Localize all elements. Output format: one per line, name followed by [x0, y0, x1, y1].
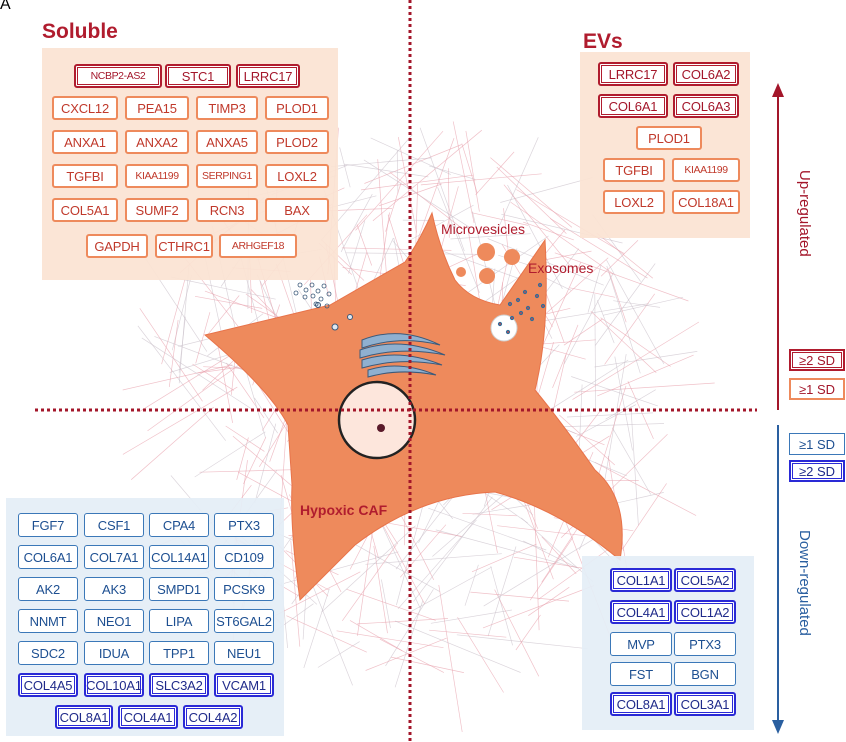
gene-chip-col3a1: COL3A1	[674, 692, 736, 716]
gene-chip-col4a1: COL4A1	[610, 600, 672, 624]
nucleus	[337, 380, 417, 460]
legend-up-1sd: ≥1 SD	[789, 378, 845, 400]
gene-chip-col18a1: COL18A1	[672, 190, 740, 214]
down-regulated-label: Down-regulated	[796, 530, 813, 636]
gene-chip-ptx3: PTX3	[674, 632, 736, 656]
gene-chip-neo1: NEO1	[84, 609, 144, 633]
gene-chip-bax: BAX	[265, 198, 329, 222]
gene-chip-loxl2: LOXL2	[265, 164, 329, 188]
gene-chip-ak2: AK2	[18, 577, 78, 601]
down-arrow-head	[772, 720, 784, 734]
soluble-title: Soluble	[42, 20, 118, 43]
gene-chip-col4a1: COL4A1	[118, 705, 178, 729]
gene-chip-ptx3: PTX3	[214, 513, 274, 537]
golgi-apparatus	[359, 333, 446, 378]
gene-chip-col6a3: COL6A3	[673, 94, 739, 118]
gene-chip-col14a1: COL14A1	[149, 545, 209, 569]
microvesicles	[456, 243, 520, 284]
gene-chip-anxa2: ANXA2	[125, 130, 189, 154]
gene-chip-ncbp2-as2: NCBP2-AS2	[74, 64, 162, 88]
gene-chip-col8a1: COL8A1	[610, 692, 672, 716]
gene-chip-sumf2: SUMF2	[125, 198, 189, 222]
gene-chip-cpa4: CPA4	[149, 513, 209, 537]
gene-chip-rcn3: RCN3	[196, 198, 258, 222]
gene-chip-csf1: CSF1	[84, 513, 144, 537]
gene-chip-tpp1: TPP1	[149, 641, 209, 665]
gene-chip-col10a1: COL10A1	[84, 673, 144, 697]
gene-chip-kiaa1199: KIAA1199	[125, 164, 189, 188]
gene-chip-col5a1: COL5A1	[52, 198, 118, 222]
gene-chip-timp3: TIMP3	[196, 96, 258, 120]
gene-chip-arhgef18: ARHGEF18	[219, 234, 297, 258]
gene-chip-smpd1: SMPD1	[149, 577, 209, 601]
evs-title: EVs	[583, 30, 623, 53]
gene-chip-nnmt: NNMT	[18, 609, 78, 633]
gene-chip-col6a2: COL6A2	[673, 62, 739, 86]
gene-chip-plod1: PLOD1	[636, 126, 702, 150]
gene-chip-sdc2: SDC2	[18, 641, 78, 665]
gene-chip-lrrc17: LRRC17	[236, 64, 300, 88]
gene-chip-anxa5: ANXA5	[196, 130, 258, 154]
gene-chip-col4a2: COL4A2	[183, 705, 243, 729]
gene-chip-idua: IDUA	[84, 641, 144, 665]
gene-chip-plod1: PLOD1	[265, 96, 329, 120]
up-arrow-head	[772, 83, 784, 97]
gene-chip-kiaa1199: KIAA1199	[672, 158, 740, 182]
gene-chip-ak3: AK3	[84, 577, 144, 601]
nucleolus	[377, 424, 385, 432]
gene-chip-lipa: LIPA	[149, 609, 209, 633]
gene-chip-fgf7: FGF7	[18, 513, 78, 537]
legend-down-2sd: ≥2 SD	[789, 460, 845, 482]
gene-chip-cthrc1: CTHRC1	[155, 234, 213, 258]
gene-chip-mvp: MVP	[610, 632, 672, 656]
gene-chip-loxl2: LOXL2	[603, 190, 665, 214]
gene-chip-col7a1: COL7A1	[84, 545, 144, 569]
cell-label: Hypoxic CAF	[300, 502, 388, 518]
gene-chip-col1a1: COL1A1	[610, 568, 672, 592]
gene-chip-col6a1: COL6A1	[598, 94, 668, 118]
gene-chip-st6gal2: ST6GAL2	[214, 609, 274, 633]
gene-chip-neu1: NEU1	[214, 641, 274, 665]
gene-chip-cxcl12: CXCL12	[52, 96, 118, 120]
soluble-proteins	[293, 282, 332, 309]
gene-chip-lrrc17: LRRC17	[598, 62, 668, 86]
microvesicles-label: Microvesicles	[441, 221, 526, 237]
gene-chip-tgfbi: TGFBI	[52, 164, 118, 188]
exosomes-label: Exosomes	[528, 260, 594, 276]
legend-up-2sd: ≥2 SD	[789, 349, 845, 371]
gene-chip-col5a2: COL5A2	[674, 568, 736, 592]
gene-chip-fst: FST	[610, 662, 672, 686]
gene-chip-vcam1: VCAM1	[214, 673, 274, 697]
exosomes	[490, 282, 546, 342]
gene-chip-gapdh: GAPDH	[86, 234, 148, 258]
gene-chip-pcsk9: PCSK9	[214, 577, 274, 601]
gene-chip-anxa1: ANXA1	[52, 130, 118, 154]
gene-chip-serping1: SERPING1	[196, 164, 258, 188]
gene-chip-stc1: STC1	[165, 64, 231, 88]
gene-chip-col1a2: COL1A2	[674, 600, 736, 624]
gene-chip-pea15: PEA15	[125, 96, 189, 120]
gene-chip-slc3a2: SLC3A2	[149, 673, 209, 697]
gene-chip-col6a1: COL6A1	[18, 545, 78, 569]
gene-chip-bgn: BGN	[674, 662, 736, 686]
up-regulated-label: Up-regulated	[796, 170, 813, 257]
panel-letter: A	[0, 0, 11, 13]
gene-chip-plod2: PLOD2	[265, 130, 329, 154]
gene-chip-cd109: CD109	[214, 545, 274, 569]
gene-chip-tgfbi: TGFBI	[603, 158, 665, 182]
legend-down-1sd: ≥1 SD	[789, 433, 845, 455]
gene-chip-col4a5: COL4A5	[18, 673, 78, 697]
gene-chip-col8a1: COL8A1	[55, 705, 113, 729]
